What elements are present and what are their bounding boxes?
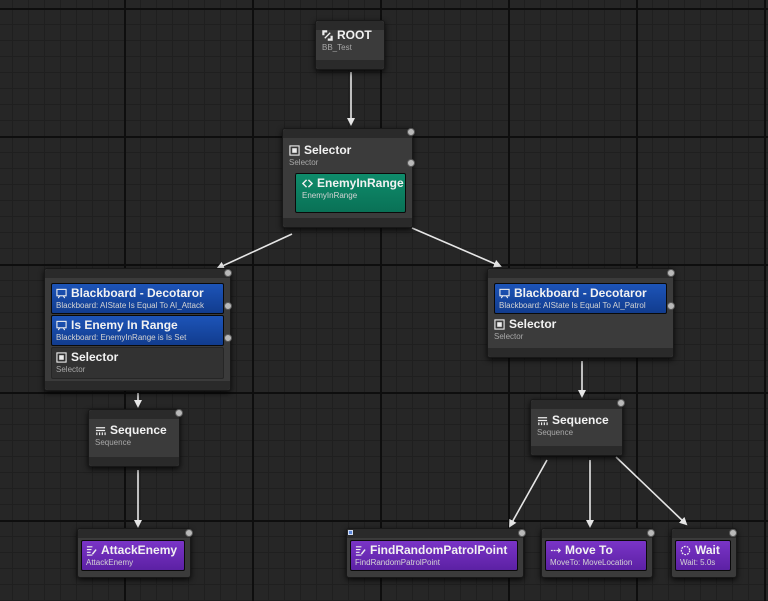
wait-icon	[680, 545, 691, 556]
wire-selector-to-right	[411, 227, 502, 268]
find-random-patrol-point-panel[interactable]: FindRandomPatrolPoint FindRandomPatrolPo…	[350, 540, 518, 571]
right-selector-composite[interactable]: Selector Selector	[494, 317, 556, 342]
move-to-pin[interactable]	[647, 529, 655, 537]
selector-top-pin-1[interactable]	[407, 128, 415, 136]
blackboard-icon	[56, 288, 67, 299]
left-sequence-pin[interactable]	[175, 409, 183, 417]
wait-subtitle: Wait: 5.0s	[680, 558, 716, 567]
wire-sequence-to-find	[509, 459, 548, 528]
wait-task-node[interactable]: Wait Wait: 5.0s	[671, 528, 737, 578]
right-decorator-aistate-subtitle: Blackboard: AIState Is Equal To AI_Patro…	[499, 301, 646, 310]
root-subtitle: BB_Test	[322, 43, 352, 52]
right-node-pin-2[interactable]	[667, 302, 675, 310]
selector-top-title: Selector	[304, 143, 352, 157]
attack-enemy-task-node[interactable]: AttackEnemy AttackEnemy	[77, 528, 191, 578]
move-to-subtitle: MoveTo: MoveLocation	[550, 558, 633, 567]
find-random-patrol-point-pin[interactable]	[518, 529, 526, 537]
task-marker	[348, 530, 353, 535]
selector-icon	[494, 318, 505, 330]
left-node-pin-2[interactable]	[224, 302, 232, 310]
right-selector-node[interactable]: Blackboard - Decotaror Blackboard: AISta…	[487, 268, 674, 358]
move-to-icon	[550, 545, 561, 556]
left-sequence-node[interactable]: Sequence Sequence	[88, 409, 180, 467]
root-node[interactable]: ROOT BB_Test	[315, 20, 385, 70]
service-icon	[302, 178, 313, 189]
left-node-pin-3[interactable]	[224, 334, 232, 342]
right-decorator-aistate-title: Blackboard - Decotaror	[514, 286, 647, 300]
right-decorator-aistate[interactable]: Blackboard - Decotaror Blackboard: AISta…	[494, 283, 667, 314]
wait-pin[interactable]	[729, 529, 737, 537]
blackboard-icon	[499, 288, 510, 299]
left-decorator-aistate-title: Blackboard - Decotaror	[71, 286, 204, 300]
move-to-panel[interactable]: Move To MoveTo: MoveLocation	[545, 540, 647, 571]
move-to-task-node[interactable]: Move To MoveTo: MoveLocation	[541, 528, 653, 578]
sequence-icon	[95, 425, 106, 436]
left-selector-title: Selector	[71, 350, 119, 364]
move-to-title: Move To	[565, 543, 613, 557]
left-decorator-aistate[interactable]: Blackboard - Decotaror Blackboard: AISta…	[51, 283, 224, 314]
wait-title: Wait	[695, 543, 720, 557]
right-sequence-subtitle: Sequence	[537, 428, 574, 437]
task-icon	[86, 545, 97, 556]
wire-sequence-to-wait	[615, 456, 688, 526]
right-sequence-title: Sequence	[552, 413, 609, 427]
left-decorator-aistate-subtitle: Blackboard: AIState Is Equal To AI_Attac…	[56, 301, 204, 310]
right-sequence-node[interactable]: Sequence Sequence	[530, 399, 623, 456]
right-node-pin-1[interactable]	[667, 269, 675, 277]
left-selector-composite[interactable]: Selector Selector	[51, 347, 224, 379]
wire-selector-to-left	[216, 233, 293, 270]
attack-enemy-panel[interactable]: AttackEnemy AttackEnemy	[81, 540, 185, 571]
find-random-patrol-point-node[interactable]: FindRandomPatrolPoint FindRandomPatrolPo…	[346, 528, 524, 578]
service-title: EnemyInRange	[317, 176, 404, 190]
selector-icon	[56, 351, 67, 363]
service-enemy-in-range[interactable]: EnemyInRange EnemyInRange	[295, 173, 406, 213]
attack-enemy-subtitle: AttackEnemy	[86, 558, 134, 567]
left-decorator-enemy-in-range-title: Is Enemy In Range	[71, 318, 178, 332]
sequence-icon	[537, 415, 548, 426]
find-random-patrol-point-subtitle: FindRandomPatrolPoint	[355, 558, 440, 567]
task-icon	[355, 545, 366, 556]
right-selector-title: Selector	[509, 317, 557, 331]
left-decorator-enemy-in-range-subtitle: Blackboard: EnemyInRange is Is Set	[56, 333, 187, 342]
find-random-patrol-point-title: FindRandomPatrolPoint	[370, 543, 508, 557]
selector-top-pin-2[interactable]	[407, 159, 415, 167]
left-node-pin-1[interactable]	[224, 269, 232, 277]
left-decorator-enemy-in-range[interactable]: Is Enemy In Range Blackboard: EnemyInRan…	[51, 315, 224, 346]
right-sequence-pin[interactable]	[617, 399, 625, 407]
left-selector-node[interactable]: Blackboard - Decotaror Blackboard: AISta…	[44, 268, 231, 391]
left-sequence-title: Sequence	[110, 423, 167, 437]
service-subtitle: EnemyInRange	[302, 191, 358, 200]
selector-top-node[interactable]: Selector Selector EnemyInRange EnemyInRa…	[282, 128, 413, 228]
right-selector-subtitle: Selector	[494, 332, 524, 341]
attack-enemy-pin[interactable]	[185, 529, 193, 537]
root-title: ROOT	[337, 28, 372, 42]
blackboard-icon	[56, 320, 67, 331]
root-icon	[322, 29, 333, 41]
attack-enemy-title: AttackEnemy	[101, 543, 178, 557]
left-selector-subtitle: Selector	[56, 365, 86, 374]
left-sequence-subtitle: Sequence	[95, 438, 132, 447]
selector-top-subtitle: Selector	[289, 158, 319, 167]
selector-icon	[289, 144, 300, 156]
wait-panel[interactable]: Wait Wait: 5.0s	[675, 540, 731, 571]
